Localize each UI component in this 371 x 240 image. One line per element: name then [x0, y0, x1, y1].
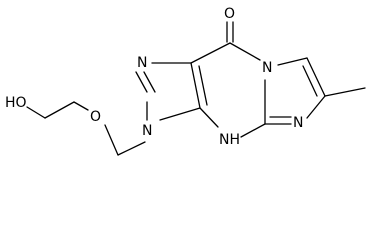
- bond-ch2-n3: [117, 141, 146, 156]
- bond-c2-o: [73, 101, 89, 111]
- atom-label-n1: N: [137, 55, 147, 71]
- molecule-diagram: HO O O N N NH N N: [5, 6, 366, 156]
- bond-c7a-c3a: [190, 62, 201, 109]
- bond-c1-c2: [44, 101, 75, 119]
- bond-c8-n7: [135, 71, 148, 93]
- bond-o-ch2: [104, 124, 119, 156]
- bond-c3a-n3: [159, 107, 201, 121]
- atom-label-carbonyl-oxygen: O: [224, 6, 235, 22]
- atom-label-hydroxyl: HO: [5, 95, 27, 111]
- atom-label-n-bridge: N: [262, 60, 272, 76]
- bond-c3a-n4h: [199, 107, 219, 128]
- atom-label-n3: N: [142, 123, 152, 139]
- bond-c6-n-imidazo: [306, 95, 326, 119]
- atom-label-ether-oxygen: O: [90, 109, 101, 125]
- bond-c5-c6-inner: [302, 65, 318, 97]
- bond-c7a-c9: [190, 42, 231, 64]
- bond-c6-methyl: [324, 87, 366, 97]
- bond-n4h-c4a: [240, 123, 266, 138]
- bond-group: [26, 21, 366, 156]
- bond-c5-c6: [306, 57, 326, 97]
- atom-label-group: HO O O N N NH N N: [5, 6, 303, 148]
- atom-label-n-imidazo: N: [293, 115, 303, 131]
- bond-ho-c1: [26, 106, 46, 119]
- bond-c9-n-bridge: [229, 42, 261, 61]
- bond-n-bridge-c5: [277, 57, 308, 66]
- atom-label-n4h: NH: [219, 132, 240, 148]
- bond-c8-n7-inner: [143, 71, 156, 93]
- bond-c7a-c3a-inner: [198, 65, 208, 106]
